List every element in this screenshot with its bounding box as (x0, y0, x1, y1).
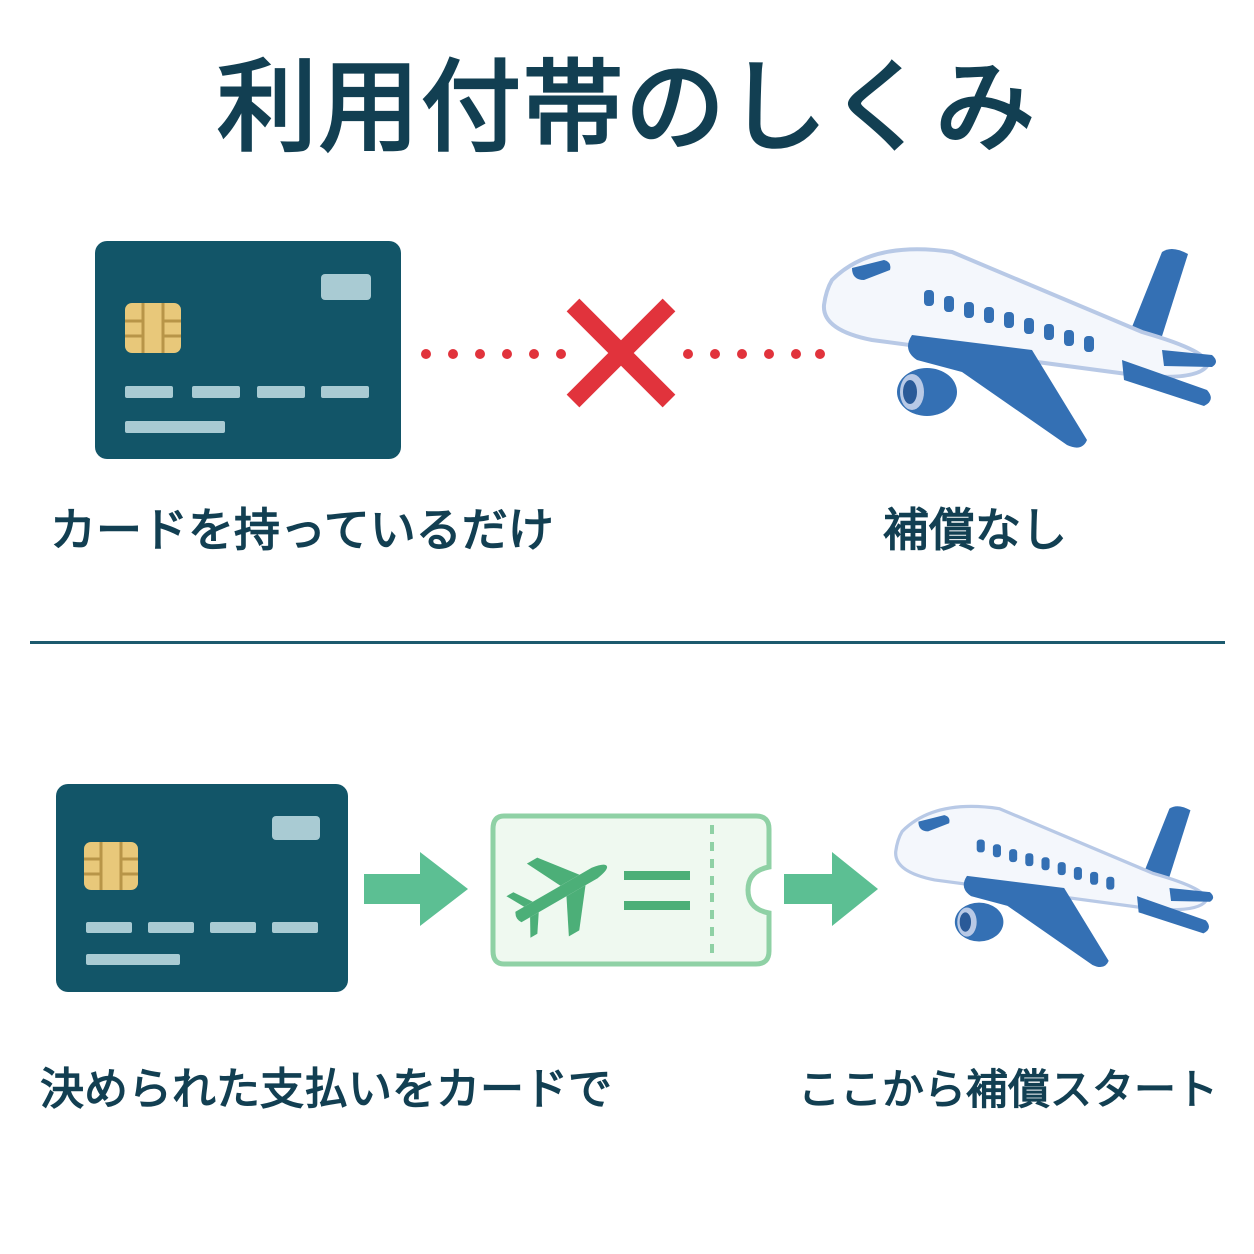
credit-card-icon (95, 241, 401, 459)
pay-with-card-label: 決められた支払いをカードで (40, 1064, 612, 1115)
airplane-icon (894, 804, 1214, 968)
coverage-start-label: ここから補償スタート (798, 1065, 1219, 1114)
airplane-icon (821, 247, 1216, 448)
right-arrow-icon (364, 852, 468, 926)
airline-ticket-icon (490, 813, 772, 967)
dotted-connector (421, 349, 825, 359)
no-coverage-label: 補償なし (883, 503, 1067, 557)
cross-icon (566, 298, 676, 408)
section-divider (30, 641, 1225, 644)
card-only-label: カードを持っているだけ (50, 503, 554, 557)
credit-card-icon (56, 784, 348, 992)
right-arrow-icon (784, 852, 878, 926)
page-title: 利用付帯のしくみ (217, 49, 1037, 166)
